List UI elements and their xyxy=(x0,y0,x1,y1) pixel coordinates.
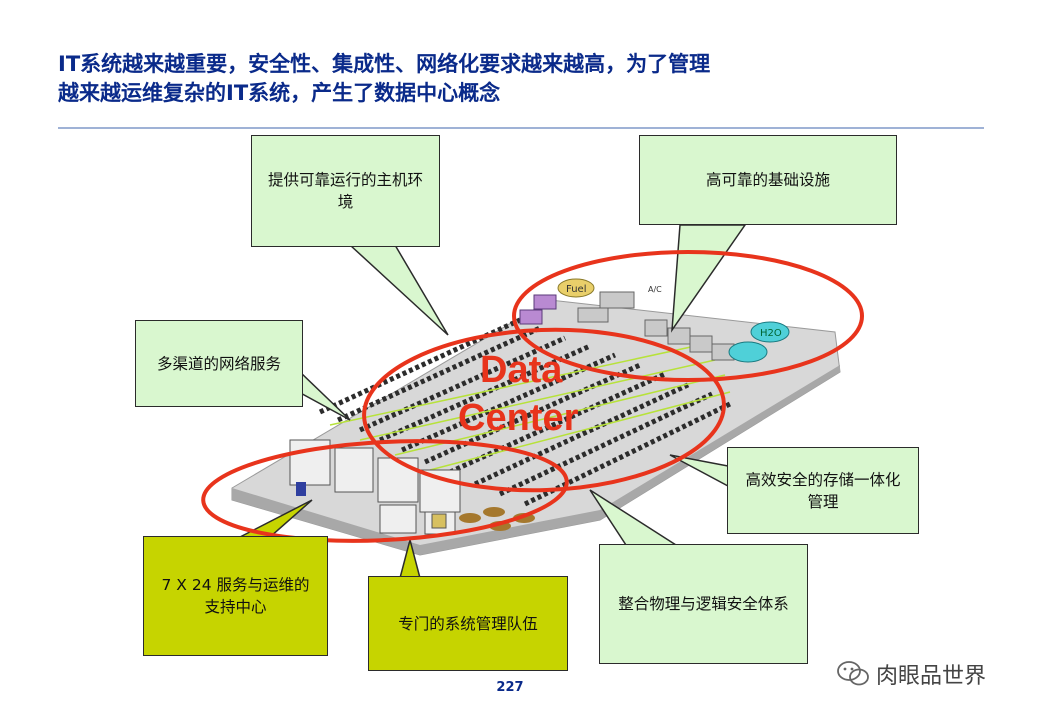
water-label: H2O xyxy=(760,328,782,339)
title-line-2: 越来越运维复杂的IT系统，产生了数据中心概念 xyxy=(58,81,501,105)
callout-infrastructure: 高可靠的基础设施 xyxy=(639,135,897,225)
title-divider xyxy=(58,127,984,129)
wechat-icon xyxy=(837,661,869,686)
callout-host-environment: 提供可靠运行的主机环境 xyxy=(251,135,440,247)
callout-support-center-text: 7 X 24 服务与运维的支持中心 xyxy=(161,576,310,616)
fuel-label: Fuel xyxy=(566,284,586,295)
data-center-line-2: Center xyxy=(458,397,579,439)
ellipse-infrastructure xyxy=(512,250,864,382)
callout-admin-team: 专门的系统管理队伍 xyxy=(368,576,568,671)
cable-trays xyxy=(329,344,731,471)
pointer-infrastructure xyxy=(671,224,747,333)
data-center-line-1: Data xyxy=(480,349,563,391)
highlight-ellipses xyxy=(201,250,864,543)
page-number: 227 xyxy=(496,680,524,695)
callout-storage: 高效安全的存储一体化管理 xyxy=(727,447,919,534)
generators xyxy=(577,291,735,361)
callout-host-environment-text: 提供可靠运行的主机环境 xyxy=(267,171,423,211)
title-line-1: IT系统越来越重要，安全性、集成性、网络化要求越来越高，为了管理 xyxy=(58,52,711,76)
data-center-label: Data Center xyxy=(458,349,579,439)
fuel-tank xyxy=(557,278,595,298)
callout-security-system-text: 整合物理与逻辑安全体系 xyxy=(618,595,789,613)
watermark-text: 肉眼品世界 xyxy=(876,664,987,689)
ac-label: A/C xyxy=(648,285,662,294)
slide-title: IT系统越来越重要，安全性、集成性、网络化要求越来越高，为了管理 越来越运维复杂… xyxy=(58,50,958,108)
ellipse-office xyxy=(201,439,569,543)
office-area xyxy=(289,439,461,535)
callout-admin-team-text: 专门的系统管理队伍 xyxy=(398,614,538,633)
water-tanks xyxy=(728,321,790,363)
office-door xyxy=(296,482,306,496)
pointer-host-env xyxy=(348,244,449,336)
desk xyxy=(431,513,447,529)
callout-network-services: 多渠道的网络服务 xyxy=(135,320,303,407)
watermark: 肉眼品世界 xyxy=(836,658,986,690)
callout-storage-text: 高效安全的存储一体化管理 xyxy=(745,470,901,511)
ellipse-datacenter xyxy=(362,327,726,493)
callout-security-system: 整合物理与逻辑安全体系 xyxy=(599,544,808,664)
callout-infrastructure-text: 高可靠的基础设施 xyxy=(705,171,830,189)
callout-network-services-text: 多渠道的网络服务 xyxy=(156,354,281,373)
ups-units xyxy=(519,294,557,325)
callout-support-center: 7 X 24 服务与运维的支持中心 xyxy=(143,536,328,656)
